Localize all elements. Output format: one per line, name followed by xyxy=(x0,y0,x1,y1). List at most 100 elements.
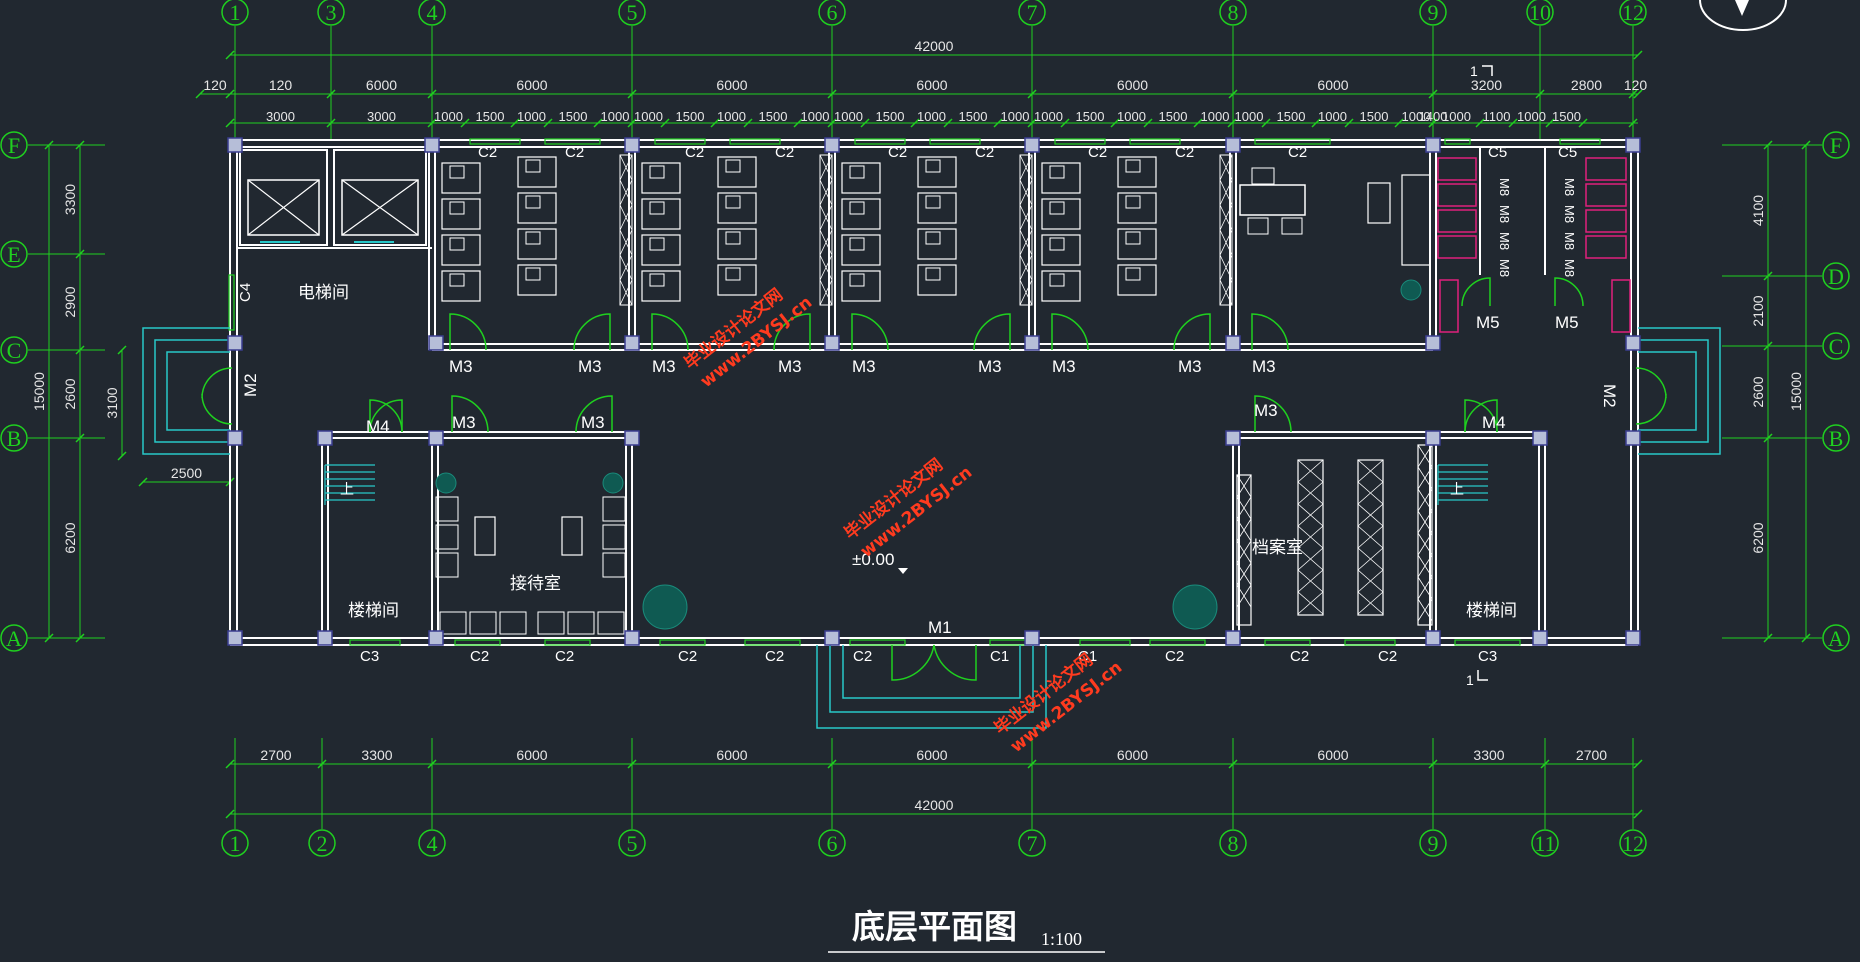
axis-top-9-circle xyxy=(1419,0,1447,26)
shelf-cross xyxy=(1236,540,1252,564)
axis-top-6-circle xyxy=(818,0,846,26)
window-north xyxy=(1444,138,1471,145)
cabinet xyxy=(1367,182,1391,224)
desk xyxy=(917,264,957,296)
column xyxy=(1625,335,1641,351)
window-label-south: C2 xyxy=(1378,648,1397,665)
axis-right-A: A xyxy=(1828,626,1844,651)
desk xyxy=(917,156,957,188)
dim-top-row3-tick xyxy=(1261,118,1271,128)
shelf-cross xyxy=(1417,488,1433,512)
shelf-cross xyxy=(1219,254,1233,281)
dim-bottom-row1-label: 2700 xyxy=(1576,747,1607,763)
dim-bottom-row1-tick xyxy=(1027,759,1037,769)
column xyxy=(1532,430,1548,446)
bookshelf xyxy=(819,154,833,306)
dim-left-inner-label: 2600 xyxy=(62,378,78,409)
axis-top-3: 3 xyxy=(326,0,337,25)
chair xyxy=(525,195,541,209)
dim-left-inner-tick xyxy=(75,433,85,443)
dim-top-row3-tick xyxy=(1060,118,1070,128)
chair xyxy=(725,231,741,245)
plant xyxy=(1172,584,1218,630)
axis-bottom-11-circle xyxy=(1531,829,1559,857)
archive-shelf xyxy=(1357,459,1384,616)
toilet-stall xyxy=(1437,183,1477,207)
window-north xyxy=(1054,138,1106,145)
axis-bottom-11: 11 xyxy=(1534,831,1555,856)
dim-bottom-row1-tick xyxy=(317,759,327,769)
main-entrance-steps xyxy=(829,645,1034,713)
desk xyxy=(1117,264,1157,296)
dim-top-row3-label: 1500 xyxy=(1277,109,1306,124)
shelf-cross xyxy=(1357,569,1384,593)
shelf-cross xyxy=(1357,547,1384,571)
walls xyxy=(229,139,1639,646)
axis-right-C-circle xyxy=(1822,332,1850,360)
dim-top-row2-label: 3200 xyxy=(1471,77,1502,93)
window-label-c2: C2 xyxy=(975,144,994,161)
dim-top-row2-tick xyxy=(1428,89,1438,99)
shelf-cross xyxy=(819,254,833,281)
dim-left-porch-tick xyxy=(138,477,148,487)
manager-desk xyxy=(1239,184,1306,216)
door-m2-right xyxy=(1635,367,1667,425)
door-m3 xyxy=(1254,395,1292,433)
room-stair-right: 楼梯间 xyxy=(1466,601,1517,621)
dim-top-row3-tick xyxy=(1628,118,1638,128)
shelf-cross xyxy=(1357,503,1384,527)
section-mark-bottom: 1 xyxy=(1466,672,1474,688)
dim-top-row3-label: 1400 xyxy=(1419,109,1448,124)
door-label-m3: M3 xyxy=(778,357,802,376)
window-north xyxy=(544,138,601,145)
dim-right-inner-tick xyxy=(1763,633,1773,643)
column xyxy=(317,630,333,646)
shelf-cross xyxy=(1236,584,1252,608)
toilet-stall xyxy=(1585,157,1627,181)
dim-bottom-total-label: 42000 xyxy=(915,797,954,813)
bench xyxy=(537,611,565,635)
shelf-cross xyxy=(1297,459,1324,483)
chair xyxy=(925,267,941,281)
dim-top-row3-tick xyxy=(1110,118,1120,128)
window-label-south: C2 xyxy=(1290,648,1309,665)
dim-right-inner-label: 2600 xyxy=(1750,376,1766,407)
column xyxy=(1225,137,1241,153)
window-north xyxy=(1559,138,1601,145)
window-north xyxy=(1254,138,1331,145)
dim-left-inner-tick xyxy=(75,633,85,643)
bench xyxy=(567,611,595,635)
sofa xyxy=(435,552,459,578)
bench xyxy=(439,611,467,635)
toilet-stall xyxy=(1437,209,1477,233)
shelf-cross xyxy=(1219,204,1233,231)
room-elevator: 电梯间 xyxy=(298,283,349,303)
door-m3 xyxy=(851,313,889,351)
dim-right-inner-tick xyxy=(1763,341,1773,351)
door-label-m3: M3 xyxy=(978,357,1002,376)
dim-right-inner-tick xyxy=(1763,271,1773,281)
dim-top-row3-label: 1500 xyxy=(1360,109,1389,124)
axis-top-12: 12 xyxy=(1622,0,1644,25)
dim-bottom-row1-tick xyxy=(1428,759,1438,769)
shelf-cross xyxy=(1357,459,1384,483)
dim-bottom-row1-tick xyxy=(827,759,837,769)
dim-bottom-row1-tick xyxy=(1228,759,1238,769)
watermark: 毕业设计论文网www.2BYSJ.cn毕业设计论文网www.2BYSJ.cn毕业… xyxy=(680,284,1126,757)
bookshelf xyxy=(619,154,633,306)
dim-bottom-row1-tick xyxy=(427,759,437,769)
dim-left-steps-tick xyxy=(117,345,127,355)
shelf-cross xyxy=(1297,525,1324,549)
door-m3 xyxy=(449,313,487,351)
dim-top-row2-label: 6000 xyxy=(516,77,547,93)
axis-top-3-circle xyxy=(317,0,345,26)
shelf-cross xyxy=(1236,562,1252,586)
axis-top-8: 8 xyxy=(1228,0,1239,25)
window-label-c2: C2 xyxy=(888,144,907,161)
column xyxy=(424,137,440,153)
column xyxy=(1532,630,1548,646)
main-entrance-steps xyxy=(816,645,1047,729)
dim-left-outer-tick xyxy=(44,633,54,643)
